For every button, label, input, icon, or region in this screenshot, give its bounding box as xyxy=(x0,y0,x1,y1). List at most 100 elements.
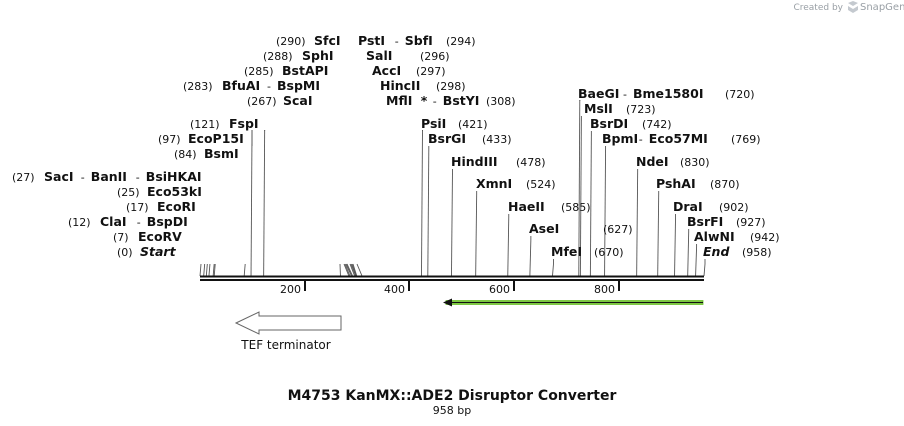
enzyme-leader-line xyxy=(263,129,266,277)
enzyme-leader-line xyxy=(250,129,253,277)
enzyme-name: MslI xyxy=(584,101,613,116)
enzyme-leader-line xyxy=(346,263,353,277)
enzyme-leader-line xyxy=(579,117,582,277)
enzyme-name: BpmI xyxy=(602,131,638,146)
enzyme-name: BsrDI xyxy=(590,116,628,131)
enzyme-name: AseI xyxy=(529,221,559,236)
enzyme-name: ClaI xyxy=(100,214,127,229)
enzyme-position: (769) xyxy=(731,133,761,146)
enzyme-name: Eco53kI xyxy=(147,184,202,199)
tef-terminator-feature[interactable]: TEF terminator xyxy=(234,311,342,352)
enzyme-leader-line xyxy=(475,193,478,277)
enzyme-position: (870) xyxy=(710,178,740,191)
enzyme-name: FspI xyxy=(229,116,259,131)
enzyme-leader-line xyxy=(589,133,592,277)
ruler-tick-label: 600 xyxy=(489,283,510,296)
enzyme-name: PshAI xyxy=(656,176,696,191)
enzyme-position: (670) xyxy=(594,246,624,259)
enzyme-name: XmnI xyxy=(476,176,512,191)
enzyme-position: (478) xyxy=(516,156,546,169)
enzyme-separator: - xyxy=(136,171,140,184)
enzyme-name: HindIII xyxy=(451,154,498,169)
enzyme-position: (627) xyxy=(603,223,633,236)
snapgene-logo-icon xyxy=(848,1,858,13)
enzyme-position: (296) xyxy=(420,50,450,63)
enzyme-position: (298) xyxy=(436,80,466,93)
green-feature-arrow[interactable] xyxy=(443,298,704,307)
enzyme-position: (12) xyxy=(68,216,91,229)
enzyme-leader-line xyxy=(451,171,453,277)
map-subtitle: 958 bp xyxy=(433,404,471,417)
enzyme-position: (121) xyxy=(190,118,220,131)
enzyme-isoschizomer: BsiHKAI xyxy=(146,169,202,184)
enzyme-leader-lines xyxy=(199,99,706,277)
enzyme-leader-line xyxy=(421,129,423,277)
enzyme-name: BsrGI xyxy=(428,131,466,146)
enzyme-leader-line xyxy=(695,246,698,277)
enzyme-name: BaeGI xyxy=(578,86,619,101)
enzyme-leader-line xyxy=(687,231,690,277)
ruler-tick-label: 800 xyxy=(594,283,615,296)
enzyme-position: (290) xyxy=(276,35,306,48)
enzyme-position: (283) xyxy=(183,80,213,93)
enzyme-name: SalI xyxy=(366,48,392,63)
enzyme-name: SphI xyxy=(302,48,334,63)
enzyme-separator: - xyxy=(81,171,85,184)
credit-text: Created by xyxy=(793,3,843,13)
enzyme-leader-line xyxy=(208,263,211,277)
enzyme-position: (830) xyxy=(680,156,710,169)
enzyme-name: BsrFI xyxy=(687,214,723,229)
enzyme-separator: - xyxy=(433,95,437,108)
enzyme-position: (297) xyxy=(416,65,446,78)
enzyme-separator: - xyxy=(623,88,627,101)
enzyme-name: MflI xyxy=(386,93,412,108)
enzyme-name: BstAPI xyxy=(282,63,328,78)
enzyme-position: (942) xyxy=(750,231,780,244)
enzyme-leader-line xyxy=(345,263,352,277)
enzyme-position: (0) xyxy=(117,246,133,259)
enzyme-separator: - xyxy=(639,133,643,146)
enzyme-leader-line xyxy=(552,263,554,277)
enzyme-position: (958) xyxy=(742,246,772,259)
enzyme-leader-line xyxy=(674,216,676,277)
enzyme-name: SacI xyxy=(44,169,74,184)
snapgene-brand: SnapGene xyxy=(860,2,904,13)
enzyme-position: (927) xyxy=(736,216,766,229)
enzyme-position: (723) xyxy=(626,103,656,116)
enzyme-leader-line xyxy=(199,263,202,277)
enzyme-position: (27) xyxy=(12,171,35,184)
enzyme-position: (288) xyxy=(263,50,293,63)
ruler-tick-label: 400 xyxy=(384,283,405,296)
enzyme-position: (17) xyxy=(126,201,149,214)
enzyme-name: EcoP15I xyxy=(188,131,244,146)
enzyme-leader-line xyxy=(344,263,351,277)
enzyme-position: (433) xyxy=(482,133,512,146)
enzyme-name: End xyxy=(703,244,730,259)
enzyme-position: (84) xyxy=(174,148,197,161)
enzyme-name: DraI xyxy=(673,199,703,214)
enzyme-separator: - xyxy=(267,80,271,93)
enzyme-leader-line xyxy=(212,263,215,277)
enzyme-name: AlwNI xyxy=(694,229,735,244)
enzyme-name: ScaI xyxy=(283,93,313,108)
enzyme-leader-line xyxy=(578,99,581,277)
enzyme-position: (25) xyxy=(117,186,140,199)
enzyme-leader-line xyxy=(205,263,208,277)
enzyme-name: EcoRI xyxy=(157,199,196,214)
enzyme-leader-line xyxy=(657,193,660,277)
enzyme-name: AccI xyxy=(372,63,401,78)
enzyme-isoschizomer: SbfI xyxy=(405,33,433,48)
enzyme-leader-line xyxy=(529,239,532,277)
enzyme-name: NdeI xyxy=(636,154,669,169)
enzyme-leader-line xyxy=(703,263,706,277)
enzyme-leader-line xyxy=(213,263,216,277)
feature-label: TEF terminator xyxy=(240,338,330,352)
enzyme-name: EcoRV xyxy=(138,229,182,244)
enzyme-leader-line xyxy=(351,263,357,277)
enzyme-name: HincII xyxy=(380,78,420,93)
sequence-backbone xyxy=(200,275,704,281)
enzyme-name: HaeII xyxy=(508,199,545,214)
enzyme-labels: Start(0)EcoRV(7)ClaI-BspDI(12)EcoRI(17)E… xyxy=(12,33,780,259)
enzyme-leader-line xyxy=(507,216,510,277)
